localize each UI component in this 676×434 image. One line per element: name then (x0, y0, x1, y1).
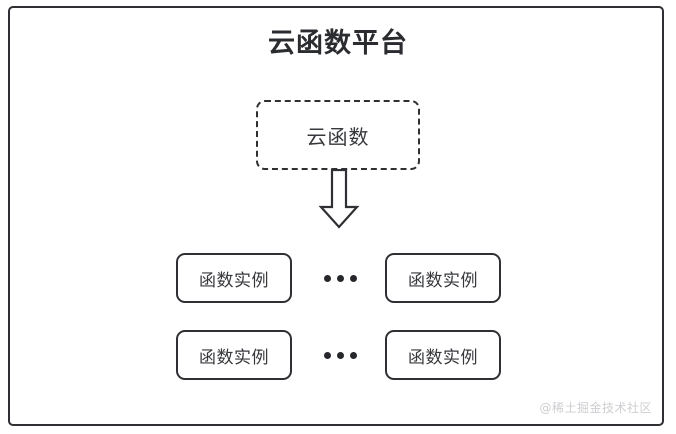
instance-label: 函数实例 (408, 347, 478, 368)
watermark: @稀土掘金技术社区 (539, 401, 652, 415)
instance-box: 函数实例 (385, 330, 501, 380)
instance-box: 函数实例 (176, 253, 292, 303)
instance-label: 函数实例 (199, 270, 269, 291)
ellipsis-dot (336, 274, 344, 282)
page-title: 云函数平台 (268, 28, 408, 59)
down-arrow-icon (318, 168, 360, 229)
ellipsis-dot (349, 274, 357, 282)
instance-row-1: 函数实例 函数实例 (0, 253, 676, 303)
cloud-function-node: 云函数 (256, 100, 420, 170)
instance-row-2: 函数实例 函数实例 (0, 330, 676, 380)
instance-box: 函数实例 (176, 330, 292, 380)
instance-box: 函数实例 (385, 253, 501, 303)
ellipsis-dot (349, 351, 357, 359)
ellipsis-icon (316, 253, 364, 303)
ellipsis-icon (316, 330, 364, 380)
ellipsis-dot (323, 274, 331, 282)
ellipsis-dot (323, 351, 331, 359)
instance-label: 函数实例 (199, 347, 269, 368)
cloud-function-label: 云函数 (306, 124, 370, 149)
instance-label: 函数实例 (408, 270, 478, 291)
ellipsis-dot (336, 351, 344, 359)
